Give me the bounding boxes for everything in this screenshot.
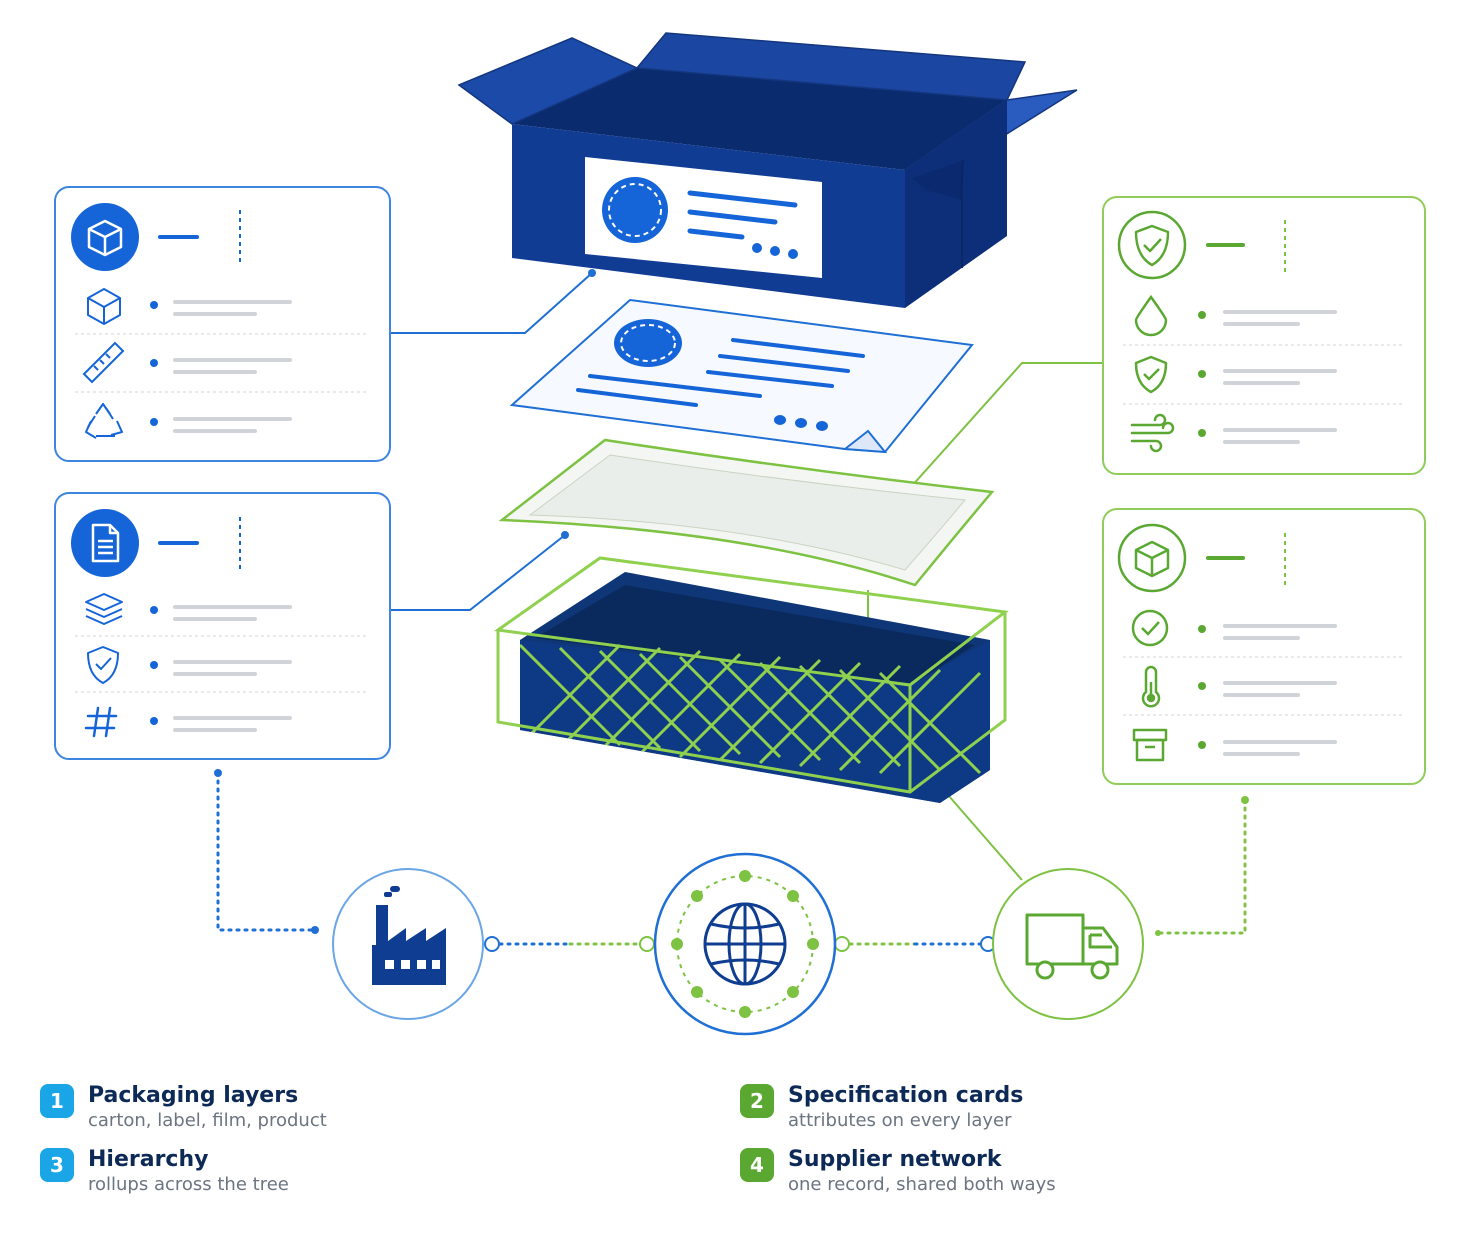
legend-number-badge: 4 bbox=[740, 1148, 774, 1182]
hash-icon bbox=[84, 706, 118, 738]
legend-number-badge: 3 bbox=[40, 1148, 74, 1182]
ruler-icon bbox=[82, 341, 125, 384]
product-tray bbox=[494, 556, 1009, 803]
globe-icon bbox=[703, 902, 787, 986]
spec-card-hierarchy bbox=[54, 492, 391, 760]
legend-subtitle: carton, label, film, product bbox=[88, 1110, 327, 1131]
carton-label bbox=[585, 157, 822, 278]
network-node-globe bbox=[653, 852, 837, 1036]
shield-check-icon bbox=[1134, 355, 1168, 394]
legend-item-specification-cards: 2 Specification cards attributes on ever… bbox=[740, 1082, 1023, 1133]
shield-check-icon bbox=[1134, 224, 1170, 267]
legend-item-supplier-network: 4 Supplier network one record, shared bo… bbox=[740, 1146, 1056, 1197]
dotted-left-to-factory bbox=[216, 771, 317, 932]
connector-film-to-card bbox=[390, 534, 566, 611]
factory-icon bbox=[372, 886, 446, 985]
network-node-factory bbox=[332, 868, 484, 1020]
connector-carton-to-card bbox=[390, 272, 593, 334]
network-node-truck bbox=[992, 868, 1144, 1020]
dotted-right-to-truck bbox=[1156, 798, 1247, 935]
layers-icon bbox=[85, 593, 123, 625]
legend-title: Packaging layers bbox=[88, 1083, 299, 1108]
truck-icon bbox=[1025, 913, 1119, 980]
legend-number-badge: 1 bbox=[40, 1084, 74, 1118]
legend-subtitle: attributes on every layer bbox=[788, 1110, 1012, 1131]
legend-title: Specification cards bbox=[788, 1083, 1024, 1108]
legend-item-hierarchy: 3 Hierarchy rollups across the tree bbox=[40, 1146, 289, 1197]
legend-subtitle: rollups across the tree bbox=[88, 1174, 289, 1195]
archive-box-icon bbox=[1132, 728, 1168, 762]
legend-subtitle: one record, shared both ways bbox=[788, 1174, 1056, 1195]
spec-card-packaging bbox=[54, 186, 391, 462]
check-circle-icon bbox=[1131, 609, 1169, 647]
legend-item-packaging-layers: 1 Packaging layers carton, label, film, … bbox=[40, 1082, 327, 1133]
recycle-icon bbox=[85, 403, 123, 439]
legend-number-badge: 2 bbox=[740, 1084, 774, 1118]
legend-title: Hierarchy bbox=[88, 1147, 209, 1172]
cube-icon bbox=[87, 288, 121, 325]
document-icon bbox=[71, 509, 139, 577]
thermometer-icon bbox=[1141, 665, 1161, 708]
legend-title: Supplier network bbox=[788, 1147, 1002, 1172]
package-icon bbox=[1134, 540, 1170, 578]
protective-film bbox=[498, 438, 995, 587]
spec-card-logistics bbox=[1102, 508, 1426, 785]
water-drop-icon bbox=[1134, 294, 1168, 337]
spec-card-compliance bbox=[1102, 196, 1426, 475]
wind-icon bbox=[1130, 413, 1175, 453]
shield-check-icon bbox=[87, 646, 119, 684]
label-sheet bbox=[509, 298, 974, 454]
